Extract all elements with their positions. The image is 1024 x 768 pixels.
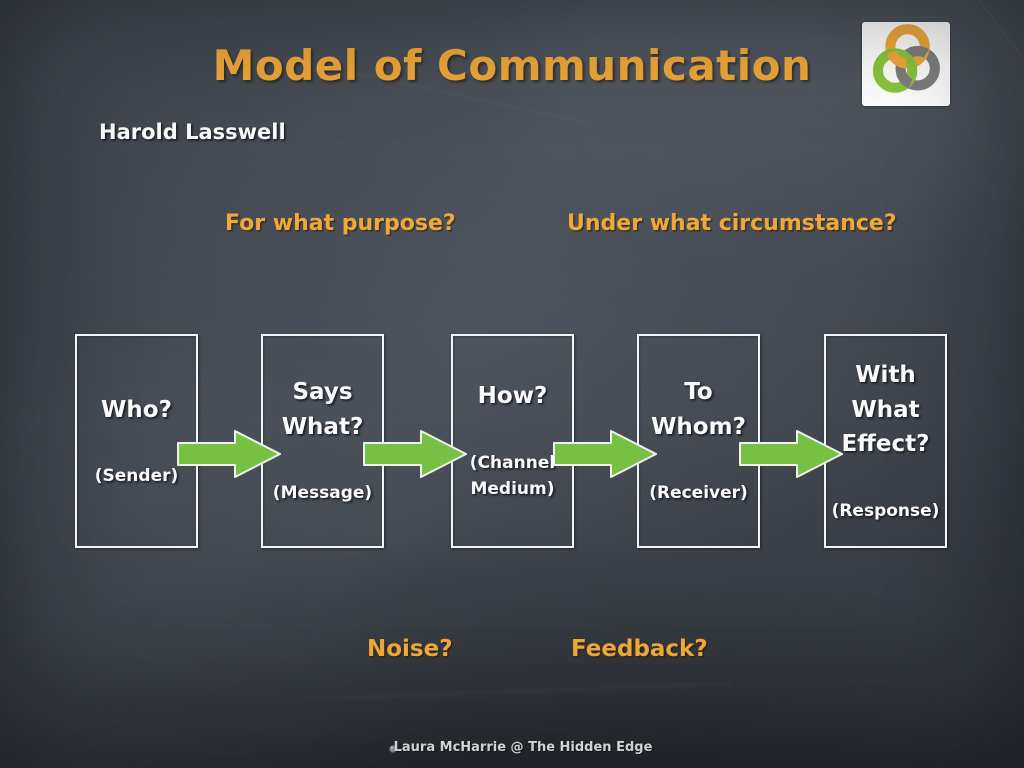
box-question: How? [477,383,548,410]
box-question: To Whom? [651,379,746,440]
right-arrow-icon [553,430,657,478]
right-arrow-icon [363,430,467,478]
flow-box-receiver: To Whom? (Receiver) [637,334,760,548]
box-question: With What Effect? [841,362,930,458]
slide-footer: Laura McHarrie @ The Hidden Edge [0,738,1024,762]
company-logo [862,22,950,106]
right-arrow-icon [177,430,281,478]
trefoil-knot-icon [866,23,946,105]
flow-box-response: With What Effect? (Response) [824,334,947,548]
box-role: (Message) [272,483,373,504]
slide-title: Model of Communication [212,41,812,90]
presenter-name: Harold Lasswell [99,120,286,144]
footer-credit: Laura McHarrie @ The Hidden Edge [393,740,653,755]
flow-box-sender: Who? (Sender) [75,334,198,548]
mini-knot-icon [389,745,397,753]
question-for-what-purpose: For what purpose? [225,211,456,236]
question-under-what-circumstance: Under what circumstance? [567,211,897,236]
flow-box-channel: How? (Channel Medium) [451,334,574,548]
box-question: Says What? [281,379,364,440]
box-role: (Sender) [94,466,179,487]
question-noise: Noise? [367,636,453,662]
right-arrow-icon [739,430,843,478]
flow-box-message: Says What? (Message) [261,334,384,548]
chalk-streak [310,682,730,700]
question-feedback: Feedback? [571,636,708,662]
box-role: (Receiver) [649,483,748,504]
box-question: Who? [101,396,172,423]
box-role: (Channel Medium) [469,452,556,500]
box-role: (Response) [831,500,940,521]
